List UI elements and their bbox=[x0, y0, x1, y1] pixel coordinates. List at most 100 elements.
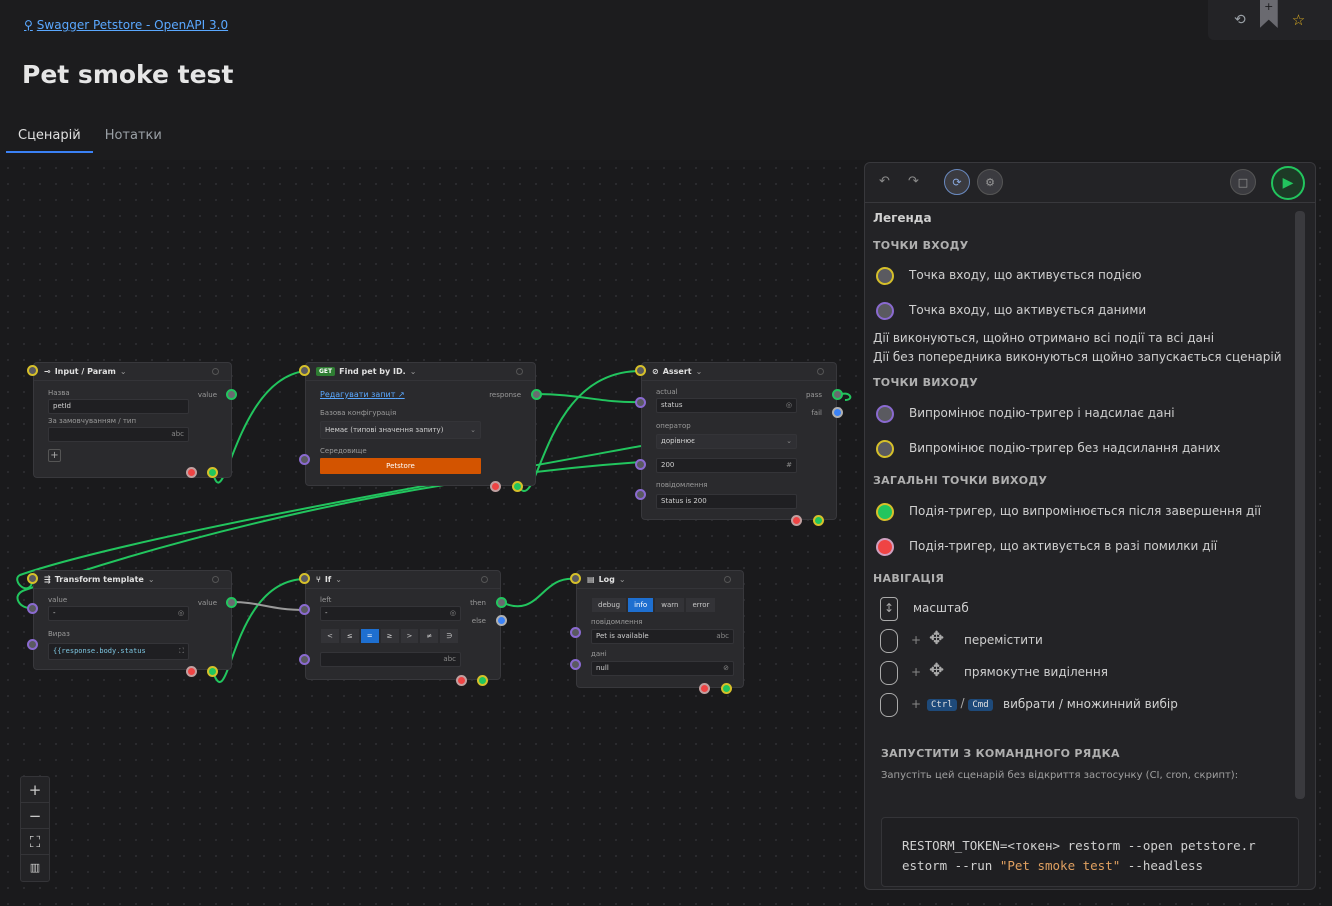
message-data-port[interactable] bbox=[570, 627, 581, 638]
node-if[interactable]: ⑂ If ⌄ left - ◎ < ≤ = ≥ > ≠ ∋ abc then e… bbox=[305, 570, 501, 680]
env-button[interactable]: Petstore bbox=[320, 458, 481, 474]
pass-port[interactable] bbox=[832, 389, 843, 400]
node-header[interactable]: ⊘ Assert ⌄ bbox=[642, 363, 836, 381]
then-port[interactable] bbox=[496, 597, 507, 608]
value-input[interactable]: - ◎ bbox=[48, 606, 189, 621]
error-port[interactable] bbox=[456, 675, 467, 686]
op-ne[interactable]: ≠ bbox=[419, 628, 440, 644]
node-assert[interactable]: ⊘ Assert ⌄ actual status ◎ оператор дорі… bbox=[641, 362, 837, 520]
output-value-port[interactable] bbox=[226, 389, 237, 400]
chevron-down-icon[interactable]: ⌄ bbox=[695, 367, 703, 376]
panel-scrollbar[interactable] bbox=[1295, 211, 1305, 799]
done-port[interactable] bbox=[207, 467, 218, 478]
clear-icon[interactable]: ⊘ bbox=[723, 664, 729, 672]
chevron-down-icon[interactable]: ⌄ bbox=[335, 575, 342, 584]
type-icon[interactable]: abc bbox=[171, 430, 184, 438]
output-response-port[interactable] bbox=[531, 389, 542, 400]
breadcrumb-link[interactable]: Swagger Petstore - OpenAPI 3.0 bbox=[36, 18, 229, 32]
chevron-down-icon[interactable]: ⌄ bbox=[147, 575, 155, 584]
input-data-port[interactable] bbox=[299, 454, 310, 465]
left-data-port[interactable] bbox=[299, 604, 310, 615]
target-icon[interactable]: ◎ bbox=[785, 401, 792, 409]
op-contains[interactable]: ∋ bbox=[439, 628, 460, 644]
minimap-button[interactable]: ▥ bbox=[29, 861, 41, 874]
zoom-out-button[interactable]: − bbox=[21, 803, 49, 829]
level-error[interactable]: error bbox=[685, 597, 717, 613]
node-transform[interactable]: ⇶ Transform template ⌄ value - ◎ Вираз {… bbox=[33, 570, 232, 670]
value-data-port[interactable] bbox=[27, 603, 38, 614]
tab-notes[interactable]: Нотатки bbox=[104, 128, 162, 143]
actual-data-port[interactable] bbox=[635, 397, 646, 408]
input-event-port[interactable] bbox=[570, 573, 581, 584]
run-button[interactable]: ▶ bbox=[1271, 166, 1305, 200]
chevron-down-icon[interactable]: ⌄ bbox=[409, 367, 417, 376]
cli-code-block[interactable]: RESTORM_TOKEN=<токен> restorm --open pet… bbox=[881, 817, 1299, 887]
target-icon[interactable]: ◎ bbox=[449, 609, 456, 617]
error-port[interactable] bbox=[490, 481, 501, 492]
error-port[interactable] bbox=[186, 467, 197, 478]
bookmark-icon[interactable]: + bbox=[1259, 0, 1278, 28]
message-input[interactable]: Status is 200 bbox=[656, 494, 797, 509]
actual-input[interactable]: status ◎ bbox=[656, 398, 797, 413]
node-log[interactable]: ▤ Log ⌄ debug info warn error повідомлен… bbox=[576, 570, 744, 688]
op-le[interactable]: ≤ bbox=[339, 628, 360, 644]
expression-input[interactable]: {{response.body.status ⛶ bbox=[48, 643, 189, 660]
stop-button[interactable]: □ bbox=[1230, 169, 1256, 195]
message-input[interactable]: Pet is available abc bbox=[591, 629, 734, 644]
expected-data-port[interactable] bbox=[635, 459, 646, 470]
type-icon[interactable]: abc bbox=[716, 632, 729, 640]
debug-button[interactable]: ⚙ bbox=[977, 169, 1003, 195]
history-icon[interactable]: ⟲ bbox=[1234, 12, 1246, 28]
level-debug[interactable]: debug bbox=[591, 597, 628, 613]
op-gt[interactable]: > bbox=[399, 628, 420, 644]
done-port[interactable] bbox=[813, 515, 824, 526]
redo-icon[interactable]: ↷ bbox=[908, 174, 919, 189]
error-port[interactable] bbox=[186, 666, 197, 677]
zoom-in-button[interactable]: + bbox=[21, 777, 49, 803]
chevron-down-icon[interactable]: ⌄ bbox=[119, 367, 127, 376]
data-input[interactable]: null ⊘ bbox=[591, 661, 734, 676]
target-icon[interactable]: ◎ bbox=[177, 609, 184, 617]
breadcrumb[interactable]: ⚲ Swagger Petstore - OpenAPI 3.0 bbox=[24, 18, 228, 32]
error-port[interactable] bbox=[791, 515, 802, 526]
fail-port[interactable] bbox=[832, 407, 843, 418]
op-lt[interactable]: < bbox=[320, 628, 340, 644]
node-header[interactable]: ⑂ If ⌄ bbox=[306, 571, 500, 589]
message-data-port[interactable] bbox=[635, 489, 646, 500]
base-config-select[interactable]: Немає (типові значення запиту) ⌄ bbox=[320, 421, 481, 439]
node-input-param[interactable]: ⊸ Input / Param ⌄ Назва petId За замовчу… bbox=[33, 362, 232, 478]
else-port[interactable] bbox=[496, 615, 507, 626]
auto-layout-button[interactable]: ⟳ bbox=[944, 169, 970, 195]
input-event-port[interactable] bbox=[27, 365, 38, 376]
done-port[interactable] bbox=[721, 683, 732, 694]
node-find-pet[interactable]: GET Find pet by ID. ⌄ Редагувати запит ↗… bbox=[305, 362, 536, 486]
operator-select[interactable]: дорівнює ⌄ bbox=[656, 434, 797, 449]
tab-scenario[interactable]: Сценарій bbox=[6, 124, 93, 153]
input-event-port[interactable] bbox=[299, 573, 310, 584]
input-event-port[interactable] bbox=[299, 365, 310, 376]
done-port[interactable] bbox=[477, 675, 488, 686]
right-data-port[interactable] bbox=[299, 654, 310, 665]
fit-view-button[interactable]: ⛶ bbox=[21, 829, 49, 855]
edit-request-link[interactable]: Редагувати запит ↗ bbox=[320, 390, 405, 399]
right-input[interactable]: abc bbox=[320, 652, 461, 667]
number-icon[interactable]: # bbox=[786, 461, 792, 469]
level-warn[interactable]: warn bbox=[654, 597, 686, 613]
level-info[interactable]: info bbox=[627, 597, 655, 613]
undo-icon[interactable]: ↶ bbox=[879, 174, 890, 189]
output-value-port[interactable] bbox=[226, 597, 237, 608]
default-input[interactable]: abc bbox=[48, 427, 189, 442]
add-button[interactable]: + bbox=[48, 449, 61, 462]
op-eq[interactable]: = bbox=[359, 628, 380, 644]
error-port[interactable] bbox=[699, 683, 710, 694]
input-event-port[interactable] bbox=[27, 573, 38, 584]
expr-data-port[interactable] bbox=[27, 639, 38, 650]
node-header[interactable]: ▤ Log ⌄ bbox=[577, 571, 743, 589]
node-header[interactable]: ⊸ Input / Param ⌄ bbox=[34, 363, 231, 381]
done-port[interactable] bbox=[207, 666, 218, 677]
data-data-port[interactable] bbox=[570, 659, 581, 670]
type-icon[interactable]: abc bbox=[443, 655, 456, 663]
done-port[interactable] bbox=[512, 481, 523, 492]
expected-input[interactable]: 200 # bbox=[656, 458, 797, 473]
op-ge[interactable]: ≥ bbox=[379, 628, 400, 644]
